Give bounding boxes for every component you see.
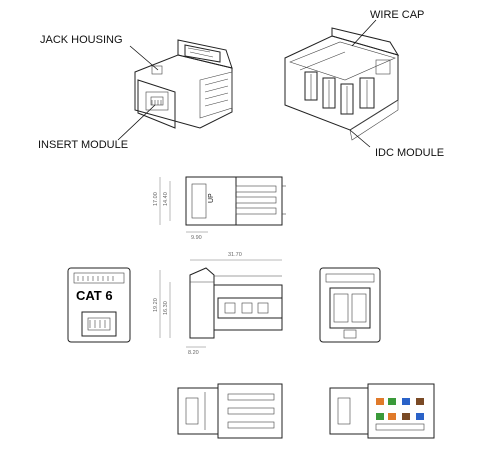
jack-housing-label: JACK HOUSING (40, 34, 123, 46)
up-marking: UP (208, 193, 215, 203)
bottom-top-view-drawing (177, 383, 283, 439)
idc-module-label: IDC MODULE (375, 147, 444, 159)
insert-module-leader (117, 104, 156, 141)
wire-cap-leader (351, 19, 377, 47)
dim-14-40: 14.40 (163, 192, 169, 206)
top-view-drawing: UP 17.00 14.40 9.90 (153, 176, 286, 241)
wire-orange-slot (376, 398, 384, 405)
dim-19-20: 19.20 (153, 298, 159, 312)
dim-16-30: 16.30 (163, 301, 169, 315)
dim-31-70: 31.70 (228, 252, 242, 258)
wire-cap-label: WIRE CAP (370, 9, 424, 21)
dim-9-90: 9.90 (191, 235, 202, 241)
wire-orange-slot-2 (388, 413, 396, 420)
jack-housing-leader (129, 45, 159, 71)
wire-green-slot-2 (376, 413, 384, 420)
jack-housing-isometric (134, 39, 233, 129)
wire-blue-slot (402, 398, 410, 405)
wire-green-slot (388, 398, 396, 405)
front-view-drawing: CAT 6 (67, 267, 131, 343)
wire-brown-slot-2 (402, 413, 410, 420)
wire-cap-isometric (284, 27, 400, 141)
wire-blue-slot-2 (416, 413, 424, 420)
dim-8-20: 8.20 (188, 350, 199, 356)
insert-module-label: INSERT MODULE (38, 139, 128, 151)
idc-module-leader (349, 129, 371, 148)
dim-17-00: 17.00 (153, 192, 159, 206)
wire-brown-slot (416, 398, 424, 405)
cat6-label: CAT 6 (76, 288, 113, 303)
bottom-wiring-view-drawing (329, 383, 435, 439)
side-view-drawing: 31.70 19.20 16.30 8.20 (153, 252, 283, 356)
rear-view-drawing (319, 267, 381, 343)
